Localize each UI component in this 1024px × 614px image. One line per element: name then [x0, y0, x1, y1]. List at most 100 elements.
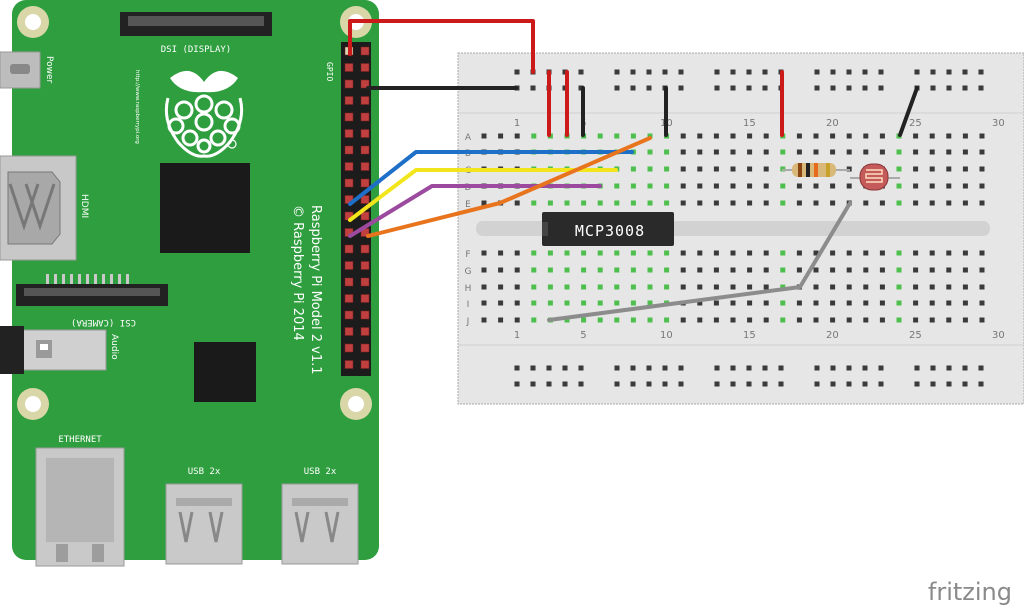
breadboard-hole [913, 250, 919, 256]
rail-hole [830, 69, 836, 75]
gpio-pin [344, 277, 354, 287]
breadboard-hole [896, 166, 902, 172]
breadboard-hole [713, 149, 719, 155]
breadboard-hole [647, 317, 653, 323]
breadboard-hole [846, 250, 852, 256]
breadboard-hole [647, 183, 653, 189]
rail-hole [678, 381, 684, 387]
breadboard-hole [531, 267, 537, 273]
breadboard-hole [929, 317, 935, 323]
breadboard-hole [564, 250, 570, 256]
breadboard-hole [946, 200, 952, 206]
breadboard-hole [730, 300, 736, 306]
gpio-pin [360, 46, 370, 56]
breadboard-hole [962, 317, 968, 323]
breadboard-hole [514, 284, 520, 290]
breadboard-hole [664, 250, 670, 256]
rail-hole [814, 85, 820, 91]
breadboard-hole [713, 250, 719, 256]
rail-hole [862, 365, 868, 371]
breadboard-hole [946, 267, 952, 273]
rail-hole [846, 69, 852, 75]
breadboard-hole [730, 166, 736, 172]
breadboard-hole [747, 200, 753, 206]
breadboard-hole [647, 166, 653, 172]
rail-hole [562, 365, 568, 371]
breadboard-hole [581, 267, 587, 273]
breadboard-hole [664, 267, 670, 273]
rail-hole [578, 69, 584, 75]
breadboard-hole [498, 133, 504, 139]
breadboard-hole [763, 250, 769, 256]
breadboard-hole [929, 300, 935, 306]
breadboard-hole [614, 300, 620, 306]
breadboard-hole [946, 284, 952, 290]
breadboard-hole [498, 317, 504, 323]
breadboard-hole [780, 183, 786, 189]
breadboard-hole [763, 267, 769, 273]
breadboard-hole [863, 300, 869, 306]
rail-hole [662, 381, 668, 387]
column-number-bottom: 5 [580, 330, 586, 341]
rail-hole [762, 381, 768, 387]
rail-hole [514, 69, 520, 75]
rail-hole [862, 381, 868, 387]
model-label: Raspberry Pi Model 2 v1.1 [308, 205, 323, 375]
breadboard-hole [796, 200, 802, 206]
rail-hole [630, 69, 636, 75]
breadboard-hole [730, 149, 736, 155]
breadboard-hole [946, 133, 952, 139]
breadboard-hole [879, 200, 885, 206]
breadboard-hole [564, 317, 570, 323]
breadboard-hole [879, 300, 885, 306]
rail-hole [762, 69, 768, 75]
wire-blue-spi [348, 150, 634, 206]
rail-hole [946, 381, 952, 387]
gpio-pin [360, 244, 370, 254]
csi-pins [46, 274, 129, 284]
breadboard-hole [697, 250, 703, 256]
gpio-pins [344, 46, 370, 369]
copyright-label: © Raspberry Pi 2014 [290, 205, 305, 341]
breadboard-hole [713, 300, 719, 306]
usb-label-2: USB 2x [304, 467, 337, 477]
rail-hole [646, 85, 652, 91]
row-letter: I [467, 300, 470, 310]
breadboard-hole [547, 250, 553, 256]
breadboard-hole [547, 200, 553, 206]
breadboard-hole [846, 133, 852, 139]
breadboard-hole [913, 300, 919, 306]
breadboard-hole [763, 149, 769, 155]
gpio-pin [360, 261, 370, 270]
row-letter: J [466, 317, 470, 327]
rail-hole [778, 365, 784, 371]
gpio-pin [344, 112, 354, 122]
wire-orange-spi [366, 136, 652, 238]
breadboard-hole [531, 133, 537, 139]
breadboard-hole [614, 250, 620, 256]
raspberry-pi-board: DSI (DISPLAY) http://www.raspberrypi.org… [0, 0, 379, 567]
breadboard-hole [846, 183, 852, 189]
breadboard-hole [581, 250, 587, 256]
rail-hole [962, 69, 968, 75]
breadboard-hole [630, 133, 636, 139]
breadboard-hole [647, 200, 653, 206]
breadboard-hole [730, 133, 736, 139]
breadboard-hole [813, 300, 819, 306]
breadboard-hole [979, 250, 985, 256]
rail-hole [846, 365, 852, 371]
breadboard-hole [680, 149, 686, 155]
breadboard-hole [913, 317, 919, 323]
url-label: http://www.raspberrypi.org [134, 70, 140, 144]
breadboard-hole [680, 166, 686, 172]
breadboard-hole [713, 133, 719, 139]
breadboard-hole [979, 284, 985, 290]
breadboard-hole [913, 200, 919, 206]
breadboard-hole [813, 267, 819, 273]
breadboard-hole [946, 166, 952, 172]
breadboard-hole [597, 200, 603, 206]
fritzing-watermark: fritzing [928, 578, 1012, 606]
gpio-pin [360, 129, 370, 138]
breadboard-hole [630, 183, 636, 189]
rail-hole [978, 69, 984, 75]
